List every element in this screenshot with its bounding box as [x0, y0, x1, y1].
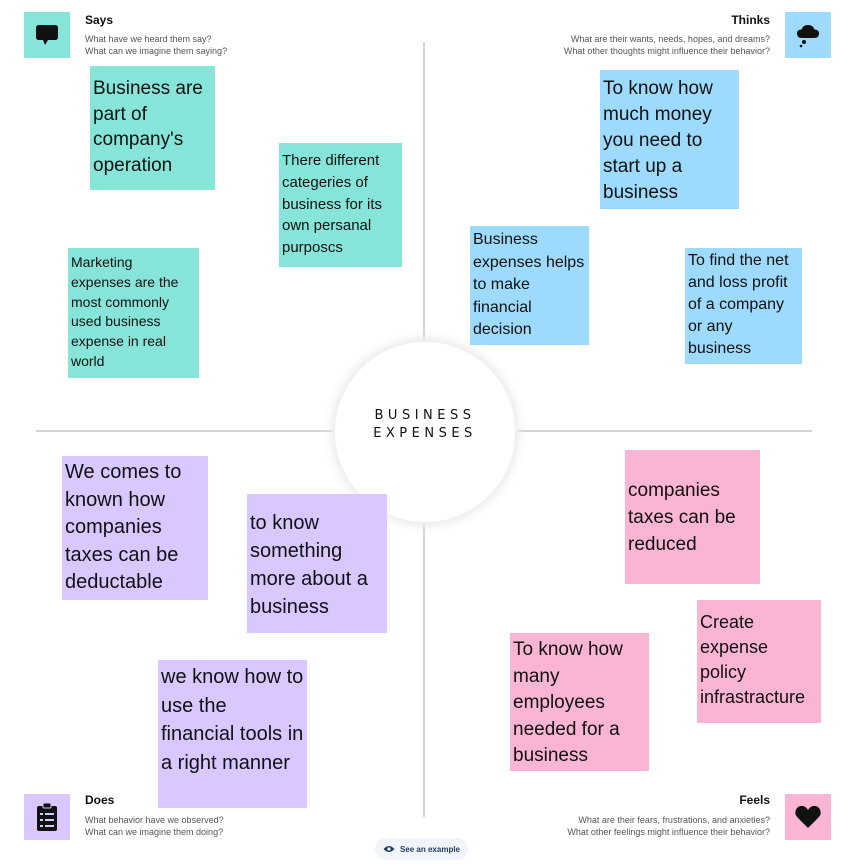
sticky-note[interactable]: Create expense policy infrastracture: [697, 600, 821, 723]
thinks-title: Thinks: [731, 13, 770, 27]
center-circle: [335, 342, 515, 522]
sticky-note[interactable]: we know how to use the financial tools i…: [158, 660, 307, 808]
clipboard-checklist-icon: [24, 794, 70, 840]
feels-title: Feels: [739, 793, 770, 807]
says-title: Says: [85, 13, 114, 27]
feels-description: What are their fears, frustrations, and …: [567, 815, 770, 837]
says-description: What have we heard them say? What can we…: [85, 34, 228, 56]
sticky-note[interactable]: To know how much money you need to start…: [600, 70, 739, 209]
eye-icon: [383, 845, 395, 853]
sticky-note[interactable]: To know how many employees needed for a …: [510, 633, 649, 771]
sticky-note[interactable]: To find the net and loss profit of a com…: [685, 248, 802, 364]
does-title: Does: [85, 793, 115, 807]
center-title: BUSINESS EXPENSES: [373, 408, 477, 441]
sticky-note[interactable]: to know something more about a business: [247, 494, 387, 633]
thought-cloud-icon: [785, 12, 831, 58]
sticky-note[interactable]: Marketing expenses are the most commonly…: [68, 248, 199, 378]
sticky-note[interactable]: Business are part of company's operation: [90, 66, 215, 190]
thinks-description: What are their wants, needs, hopes, and …: [563, 34, 770, 56]
does-description: What behavior have we observed? What can…: [85, 815, 224, 837]
heart-icon: [785, 794, 831, 840]
sticky-note[interactable]: We comes to known how companies taxes ca…: [62, 456, 208, 600]
see-example-label: See an example: [399, 844, 461, 854]
sticky-note[interactable]: Business expenses helps to make financia…: [470, 226, 589, 345]
speech-bubble-icon: [24, 12, 70, 58]
sticky-note[interactable]: companies taxes can be reduced: [625, 450, 760, 584]
sticky-note[interactable]: There different categeries of business f…: [279, 143, 402, 267]
see-example-button[interactable]: See an example: [375, 838, 468, 860]
